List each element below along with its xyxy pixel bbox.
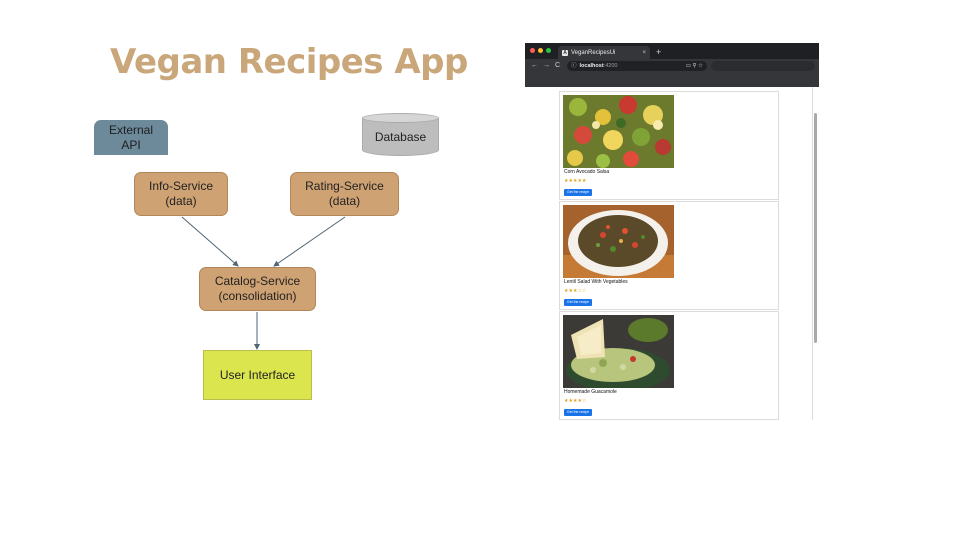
- forward-icon[interactable]: →: [543, 62, 550, 69]
- recipe-name: Homemade Guacamole: [564, 389, 617, 395]
- arrow-rating-to-catalog: [273, 216, 346, 267]
- recipe-photo-guacamole: [563, 315, 674, 388]
- extensions-area: [711, 61, 815, 71]
- rating-stars: ★★★★★: [564, 178, 587, 184]
- tab-close-icon[interactable]: ×: [642, 49, 646, 56]
- url-host: localhost: [579, 63, 604, 69]
- angular-favicon-icon: A: [562, 49, 568, 56]
- cast-icon[interactable]: ▭: [685, 63, 691, 69]
- database-cylinder-top: [362, 113, 439, 123]
- site-info-icon[interactable]: ⓘ: [571, 63, 577, 69]
- guacamole-image: [563, 315, 674, 388]
- recipe-name: Lentil Salad With Vegetables: [564, 279, 628, 285]
- lentil-salad-image: [563, 205, 674, 278]
- catalog-service-node: Catalog-Service (consolidation): [199, 267, 316, 311]
- recipe-photo-corn-avocado-salsa: [563, 95, 674, 168]
- corn-salsa-image: [563, 95, 674, 168]
- recipe-photo-lentil-salad: [563, 205, 674, 278]
- address-bar-actions: ▭ ⚲ ☆: [686, 61, 703, 71]
- rating-service-node: Rating-Service (data): [290, 172, 399, 216]
- rating-stars: ★★★☆☆: [564, 288, 587, 294]
- browser-tab-strip: A VeganRecipesUi × +: [525, 43, 819, 59]
- recipe-card: Homemade Guacamole ★★★★☆ Get the recipe: [559, 311, 779, 420]
- url-port: :4200: [603, 63, 618, 69]
- user-interface-node: User Interface: [203, 350, 312, 400]
- tab-title: VeganRecipesUi: [571, 49, 616, 56]
- zoom-icon[interactable]: ⚲: [692, 63, 697, 69]
- close-window-dot[interactable]: [530, 48, 535, 53]
- get-recipe-button[interactable]: Get the recipe: [564, 189, 592, 196]
- slide-title: Vegan Recipes App: [110, 42, 468, 82]
- rating-stars: ★★★★☆: [564, 398, 587, 404]
- get-recipe-button[interactable]: Get the recipe: [564, 299, 592, 306]
- browser-tab[interactable]: A VeganRecipesUi ×: [558, 46, 650, 59]
- arrow-info-to-catalog: [181, 216, 239, 267]
- recipe-card: Lentil Salad With Vegetables ★★★☆☆ Get t…: [559, 201, 779, 310]
- get-recipe-button[interactable]: Get the recipe: [564, 409, 592, 416]
- recipe-name: Corn Avocado Salsa: [564, 169, 610, 175]
- reload-icon[interactable]: C: [555, 62, 561, 69]
- bookmarks-bar: [525, 73, 819, 87]
- external-api-node: External API: [94, 120, 168, 155]
- back-icon[interactable]: ←: [531, 62, 538, 69]
- new-tab-button[interactable]: +: [656, 47, 662, 57]
- maximize-window-dot[interactable]: [546, 48, 551, 53]
- minimize-window-dot[interactable]: [538, 48, 543, 53]
- bookmark-star-icon[interactable]: ☆: [698, 63, 703, 69]
- database-node: Database: [362, 113, 439, 156]
- recipe-card: Corn Avocado Salsa ★★★★★ Get the recipe: [559, 91, 779, 200]
- database-label: Database: [362, 118, 439, 156]
- scrollbar-thumb[interactable]: [814, 113, 817, 343]
- info-service-node: Info-Service (data): [134, 172, 228, 216]
